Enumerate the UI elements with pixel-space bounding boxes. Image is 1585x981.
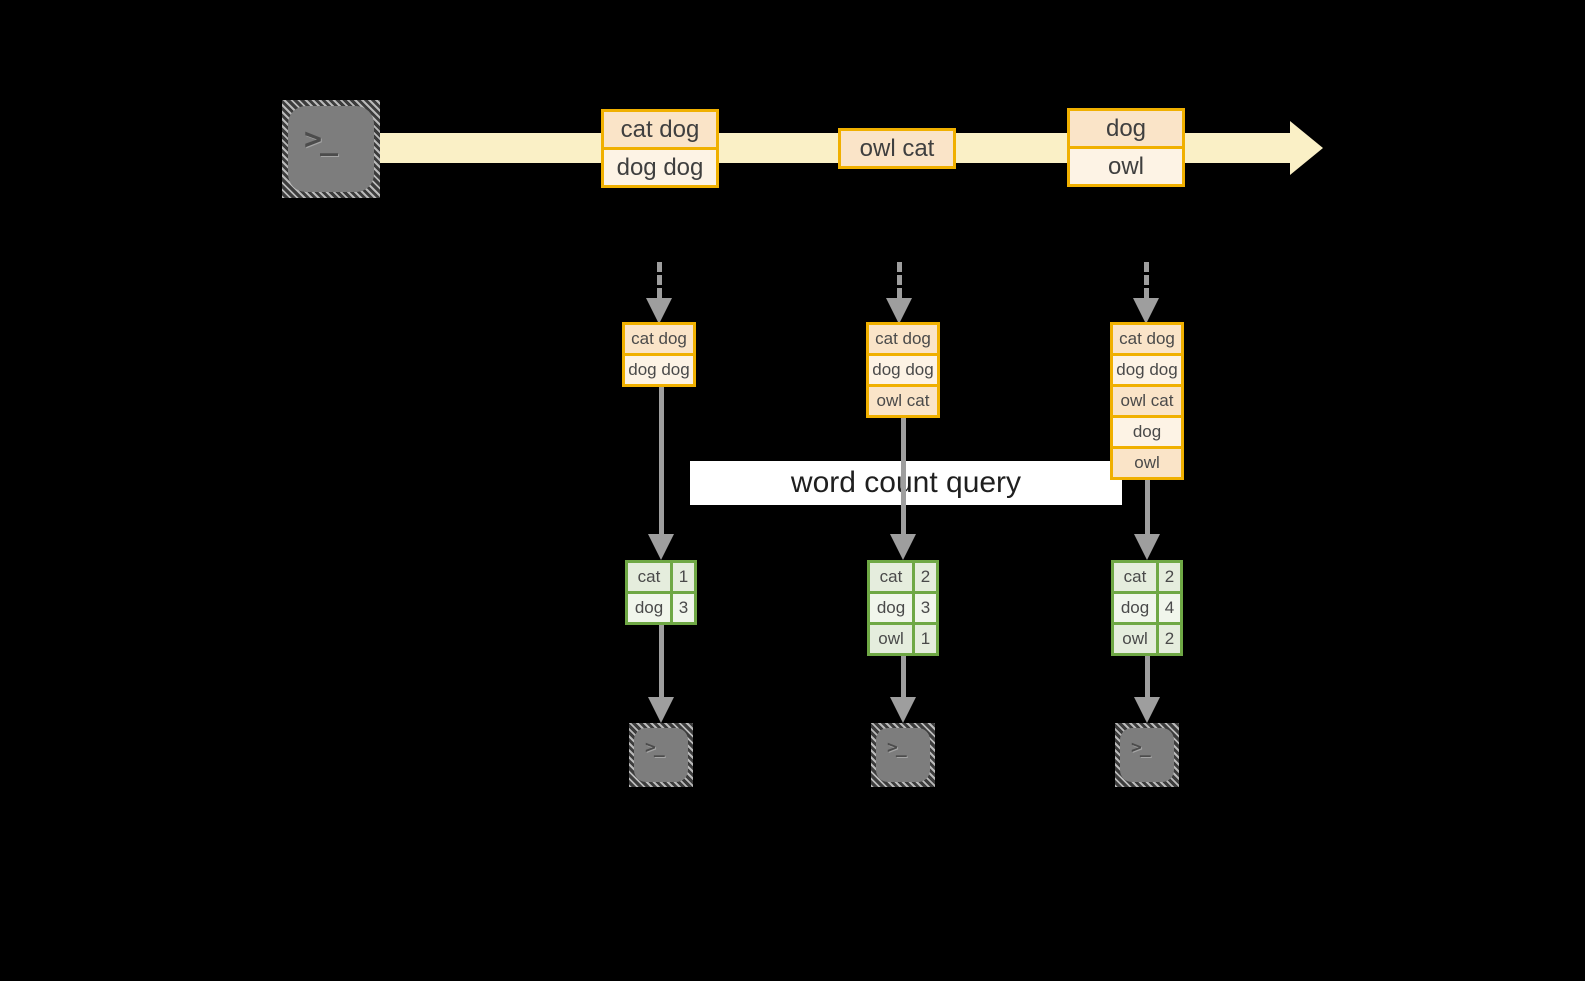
query-label: word count query xyxy=(690,461,1122,505)
buffer-stack-2: cat dog dog dog owl cat xyxy=(866,322,940,418)
word-cell: dog xyxy=(1120,598,1150,617)
ingest-arrow-2 xyxy=(886,262,912,324)
word-cell: owl xyxy=(878,629,904,648)
count-cell: 3 xyxy=(912,594,936,622)
query-arrow-3 xyxy=(1134,480,1160,560)
terminal-screen: >_ xyxy=(1120,728,1174,782)
terminal-prompt-icon: >_ xyxy=(887,737,907,758)
word-cell: cat xyxy=(637,567,661,586)
event-record: cat dog xyxy=(604,112,716,147)
terminal-prompt-icon: >_ xyxy=(1131,737,1151,758)
buffer-record: dog xyxy=(1113,415,1181,446)
stream-source-terminal-icon: >_ xyxy=(282,100,380,198)
buffer-record: owl xyxy=(1113,446,1181,477)
query-arrow-1 xyxy=(648,387,674,560)
table-row: dog 3 xyxy=(628,591,694,622)
buffer-record: cat dog xyxy=(869,325,937,353)
stream-event-box-3: dog owl xyxy=(1067,108,1185,187)
count-cell: 2 xyxy=(912,563,936,591)
count-cell: 1 xyxy=(670,563,694,591)
buffer-record: cat dog xyxy=(1113,325,1181,353)
buffer-record: dog dog xyxy=(1113,353,1181,384)
count-table-2: cat 2 dog 3 owl 1 xyxy=(867,560,939,656)
buffer-record: dog dog xyxy=(869,353,937,384)
event-record: dog dog xyxy=(604,147,716,185)
table-row: dog 3 xyxy=(870,591,936,622)
ingest-arrow-1 xyxy=(646,262,672,324)
word-cell: owl xyxy=(1122,629,1148,648)
terminal-prompt-icon: >_ xyxy=(304,122,338,157)
table-row: cat 1 xyxy=(628,563,694,591)
ingest-arrow-3 xyxy=(1133,262,1159,324)
event-record: dog xyxy=(1070,111,1182,146)
buffer-stack-3: cat dog dog dog owl cat dog owl xyxy=(1110,322,1184,480)
buffer-record: owl cat xyxy=(869,384,937,415)
output-terminal-icon-1: >_ xyxy=(629,723,693,787)
buffer-record: dog dog xyxy=(625,353,693,384)
count-table-1: cat 1 dog 3 xyxy=(625,560,697,625)
count-cell: 2 xyxy=(1156,625,1180,653)
count-cell: 4 xyxy=(1156,594,1180,622)
table-row: owl 2 xyxy=(1114,622,1180,653)
word-cell: dog xyxy=(876,598,906,617)
terminal-screen: >_ xyxy=(634,728,688,782)
output-arrow-1 xyxy=(648,625,674,723)
output-terminal-icon-3: >_ xyxy=(1115,723,1179,787)
output-arrow-3 xyxy=(1134,656,1160,723)
output-arrow-2 xyxy=(890,656,916,723)
event-record: owl xyxy=(1070,146,1182,184)
word-cell: dog xyxy=(634,598,664,617)
count-cell: 1 xyxy=(912,625,936,653)
query-arrow-2 xyxy=(890,418,916,560)
count-cell: 2 xyxy=(1156,563,1180,591)
count-table-3: cat 2 dog 4 owl 2 xyxy=(1111,560,1183,656)
stream-event-box-1: cat dog dog dog xyxy=(601,109,719,188)
terminal-prompt-icon: >_ xyxy=(645,737,665,758)
stream-event-box-2: owl cat xyxy=(838,128,956,169)
terminal-screen: >_ xyxy=(876,728,930,782)
terminal-screen: >_ xyxy=(288,106,374,192)
event-record: owl cat xyxy=(841,131,953,166)
buffer-record: cat dog xyxy=(625,325,693,353)
buffer-record: owl cat xyxy=(1113,384,1181,415)
word-cell: cat xyxy=(879,567,903,586)
word-cell: cat xyxy=(1123,567,1147,586)
table-row: cat 2 xyxy=(870,563,936,591)
buffer-stack-1: cat dog dog dog xyxy=(622,322,696,387)
table-row: dog 4 xyxy=(1114,591,1180,622)
output-terminal-icon-2: >_ xyxy=(871,723,935,787)
table-row: owl 1 xyxy=(870,622,936,653)
table-row: cat 2 xyxy=(1114,563,1180,591)
count-cell: 3 xyxy=(670,594,694,622)
stream-arrow-head-icon xyxy=(1290,121,1323,175)
